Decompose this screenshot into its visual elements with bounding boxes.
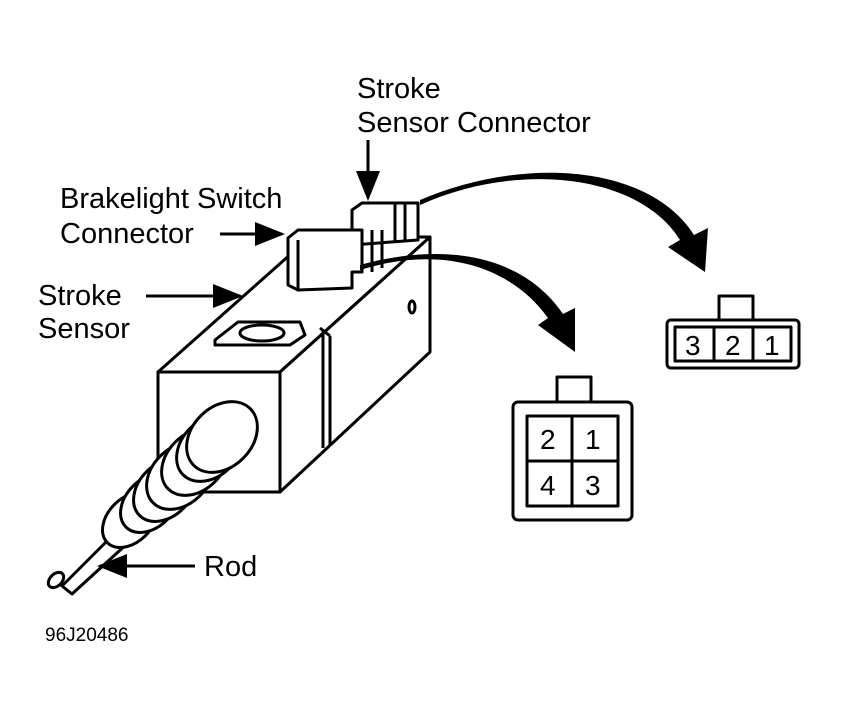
label-stroke-sensor-connector-1: Stroke [357, 73, 441, 105]
pin-label: 3 [585, 470, 601, 501]
label-brakelight-switch-connector-1: Brakelight Switch [60, 183, 282, 215]
label-rod: Rod [204, 551, 257, 583]
figure-code: 96J20486 [45, 625, 128, 646]
label-stroke-sensor-2: Sensor [38, 313, 130, 345]
pin-label: 2 [540, 424, 556, 455]
label-stroke-sensor-1: Stroke [38, 280, 122, 312]
label-brakelight-switch-connector-2: Connector [60, 218, 194, 250]
arrow-to-three-pin [420, 172, 708, 272]
label-stroke-sensor-connector-2: Sensor Connector [357, 107, 591, 139]
pin-label: 4 [540, 470, 556, 501]
pin-label: 1 [585, 424, 601, 455]
pin-label: 2 [725, 330, 741, 361]
arrow-to-four-pin [360, 253, 575, 352]
four-pin-connector-face: 2 1 4 3 [511, 375, 634, 522]
rod-bellows [46, 400, 259, 596]
three-pin-connector-face: 3 2 1 [665, 294, 801, 370]
pin-label: 3 [685, 330, 701, 361]
pin-label: 1 [764, 330, 780, 361]
